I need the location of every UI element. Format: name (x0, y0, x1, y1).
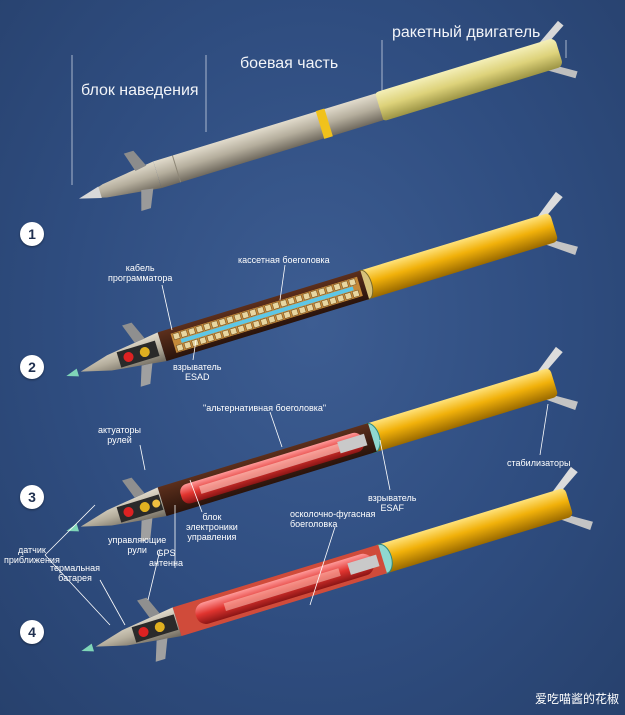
label-alternative-warhead: "альтернативная боеголовка" (203, 403, 326, 413)
variant-number-3: 3 (20, 485, 44, 509)
label-control-electronics: блок электроники управления (186, 512, 238, 542)
label-programmer-cable: кабель программатора (108, 263, 172, 283)
variant-number-2: 2 (20, 355, 44, 379)
label-fin-actuators: актуаторы рулей (98, 425, 141, 445)
label-warhead: боевая часть (240, 55, 338, 73)
label-fuze-esad: взрыватель ESAD (173, 362, 221, 382)
label-cluster-warhead: кассетная боеголовка (238, 255, 330, 265)
label-proximity-sensor: датчик приближения (4, 545, 60, 565)
label-thermal-battery: термальная батарея (50, 563, 100, 583)
label-gps-antenna: GPS антенна (149, 548, 183, 568)
missile-exterior (70, 20, 579, 228)
variant-number-1: 1 (20, 222, 44, 246)
label-guidance-unit: блок наведения (81, 82, 199, 100)
label-rocket-motor: ракетный двигатель (392, 24, 540, 42)
watermark: 爱吃喵酱的花椒 (535, 690, 619, 707)
label-he-frag-warhead: осколочно-фугасная боеголовка (290, 509, 375, 529)
missile-cluster-cutaway (57, 190, 580, 407)
label-stabilizers: стабилизаторы (507, 458, 570, 468)
variant-number-4: 4 (20, 620, 44, 644)
